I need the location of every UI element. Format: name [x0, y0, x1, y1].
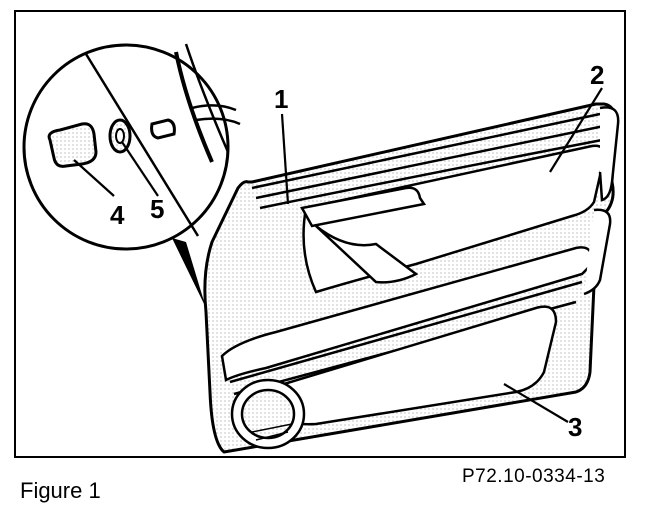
pull-handle — [300, 186, 427, 284]
upper-trim-strip — [251, 112, 605, 210]
magnifier-pointer — [172, 238, 206, 308]
callout-2: 2 — [590, 60, 604, 90]
figure-reference-code: P72.10-0334-13 — [462, 466, 606, 487]
speaker-grille — [230, 378, 306, 450]
callout-5: 5 — [150, 194, 164, 224]
figure-frame: 1 2 3 4 5 — [14, 10, 626, 458]
door-panel-diagram: 1 2 3 4 5 — [22, 43, 620, 454]
callout-3: 3 — [568, 412, 582, 442]
callout-4: 4 — [110, 200, 125, 230]
leader-lines — [73, 87, 603, 423]
figure-caption: Figure 1 — [20, 478, 101, 503]
detail-magnifier — [22, 43, 241, 251]
callout-1: 1 — [274, 84, 288, 114]
door-edge — [583, 106, 620, 296]
